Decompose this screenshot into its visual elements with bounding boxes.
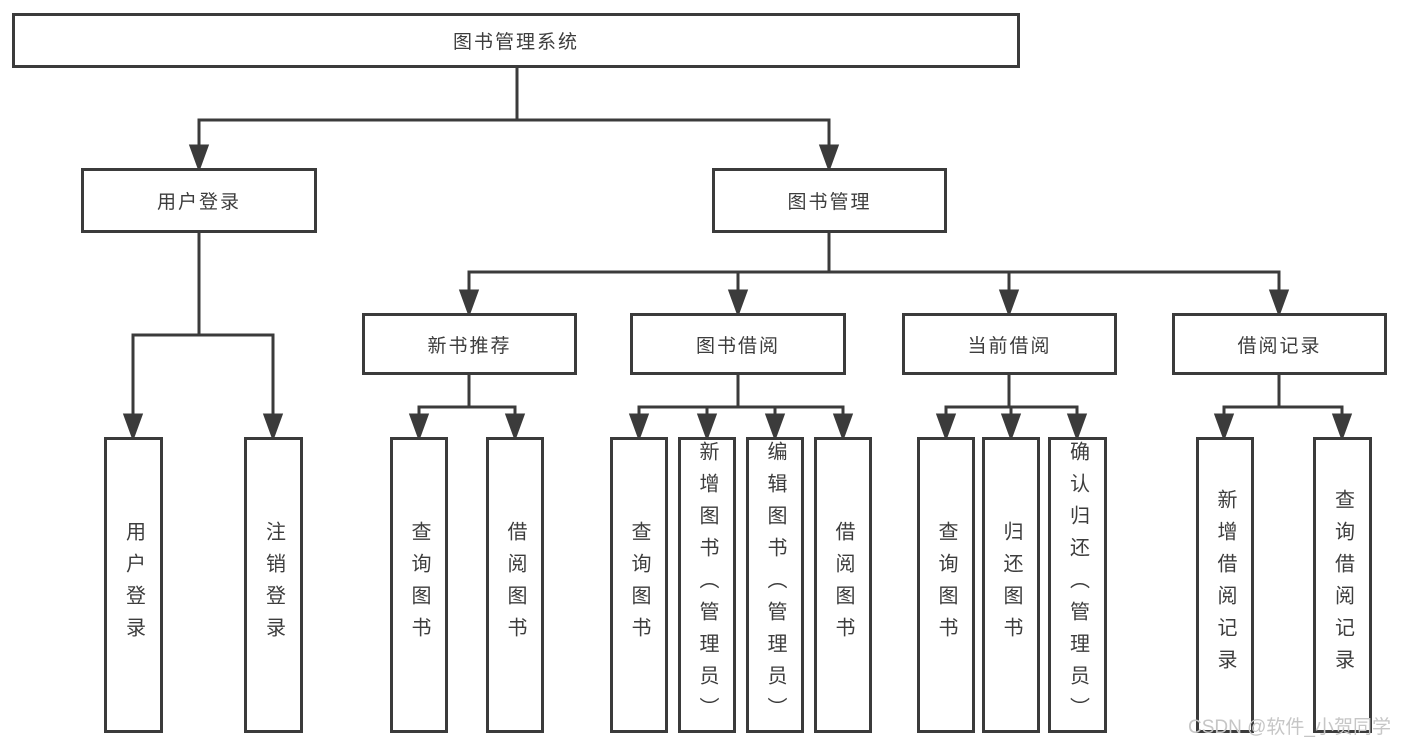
node-new-book-rec-label: 新书推荐	[427, 335, 512, 357]
node-book-borrow-label: 图书借阅	[695, 335, 780, 357]
node-rec-borrow-book: 借阅图书	[486, 437, 544, 733]
node-root-label: 图书管理系统	[452, 32, 579, 53]
connector-borrow-records-children	[1213, 373, 1353, 442]
node-bb-edit-book-label: 编辑图书（管理员）	[764, 441, 786, 729]
node-rec-query-book: 查询图书	[390, 437, 448, 733]
node-rec-borrow-book-label: 借阅图书	[504, 521, 526, 649]
node-br-query-record-label: 查询借阅记录	[1331, 489, 1354, 681]
node-new-book-rec: 新书推荐	[362, 313, 577, 375]
csdn-watermark: CSDN @软件_小贺同学	[1188, 717, 1391, 738]
node-bb-borrow-book-label: 借阅图书	[832, 521, 854, 649]
node-user-login: 用户登录	[81, 168, 317, 233]
node-user-login-label: 用户登录	[156, 192, 241, 213]
node-leaf-logout: 注销登录	[244, 437, 303, 733]
node-cb-confirm-return-label: 确认归还（管理员）	[1066, 441, 1089, 729]
node-cb-confirm-return: 确认归还（管理员）	[1048, 437, 1107, 733]
node-rec-query-book-label: 查询图书	[408, 521, 430, 649]
node-bb-edit-book: 编辑图书（管理员）	[746, 437, 804, 733]
node-cb-return-book: 归还图书	[982, 437, 1040, 733]
node-book-mgmt-label: 图书管理	[787, 192, 872, 213]
node-br-add-record: 新增借阅记录	[1196, 437, 1254, 733]
node-cb-query-book: 查询图书	[917, 437, 975, 733]
node-borrow-records-label: 借阅记录	[1237, 335, 1322, 357]
node-br-add-record-label: 新增借阅记录	[1214, 489, 1236, 681]
node-leaf-logout-label: 注销登录	[262, 521, 285, 649]
node-bb-query-book: 查询图书	[610, 437, 668, 733]
node-current-borrow: 当前借阅	[902, 313, 1117, 375]
node-bb-query-book-label: 查询图书	[628, 521, 650, 649]
connector-root-to-level2	[188, 66, 840, 173]
connector-new-book-rec-children	[408, 373, 526, 442]
node-cb-return-book-label: 归还图书	[1000, 521, 1022, 649]
connector-book-borrow-children	[628, 373, 854, 442]
connector-book-mgmt-children	[458, 231, 1290, 318]
node-book-borrow: 图书借阅	[630, 313, 846, 375]
node-bb-borrow-book: 借阅图书	[814, 437, 872, 733]
connector-current-borrow-children	[935, 373, 1088, 442]
node-borrow-records: 借阅记录	[1172, 313, 1387, 375]
node-bb-add-book: 新增图书（管理员）	[678, 437, 736, 733]
node-root: 图书管理系统	[12, 13, 1020, 68]
node-leaf-user-login-label: 用户登录	[122, 521, 145, 649]
node-book-mgmt: 图书管理	[712, 168, 947, 233]
node-bb-add-book-label: 新增图书（管理员）	[696, 441, 718, 729]
node-cb-query-book-label: 查询图书	[935, 521, 957, 649]
node-leaf-user-login: 用户登录	[104, 437, 163, 733]
node-br-query-record: 查询借阅记录	[1313, 437, 1372, 733]
connector-user-login-children	[122, 231, 284, 442]
node-current-borrow-label: 当前借阅	[967, 335, 1052, 357]
